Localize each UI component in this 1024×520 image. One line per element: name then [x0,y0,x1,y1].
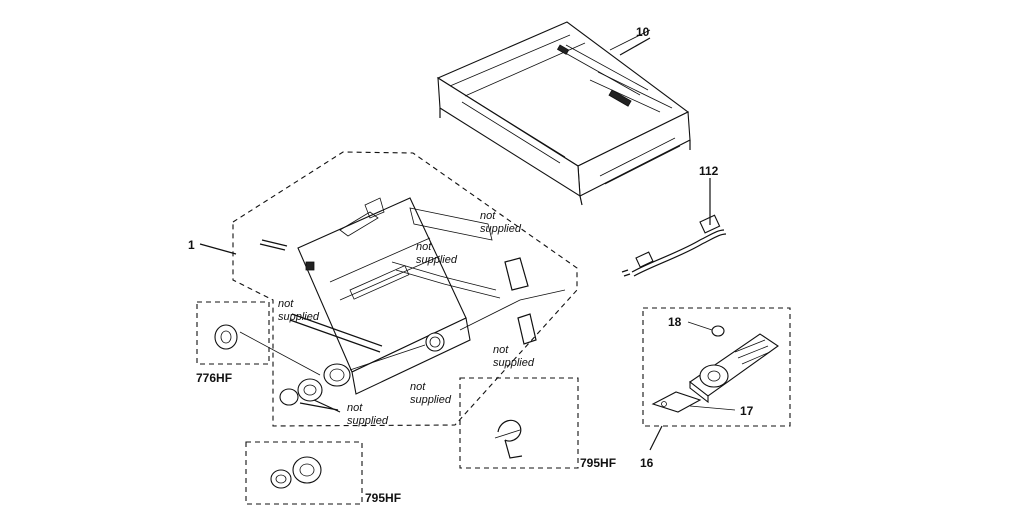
part-label-1: 1 [188,238,195,252]
remote-group-box [642,307,791,427]
knob-set [279,363,351,413]
note-not-5: not [410,381,426,393]
note-supplied-4: supplied [493,357,535,369]
remote-control [689,333,779,404]
leader-18 [687,321,713,331]
remote-button-part-18 [711,325,725,337]
leader-1 [199,243,237,255]
leader-16 [649,425,663,451]
part-label-112: 112 [699,164,719,178]
note-supplied-5: supplied [410,394,452,406]
note-supplied-1: supplied [480,223,522,235]
leader-knob [349,344,426,371]
note-not-1: not [480,210,496,222]
note-not-2: not [416,241,432,253]
model-label-795hf-bracket: 795HF [580,456,616,470]
leader-776hf [239,331,321,376]
part-label-18: 18 [668,315,682,329]
knob-795hf [270,456,322,489]
note-supplied-6: supplied [347,415,389,427]
model-label-795hf-knob: 795HF [365,491,401,505]
leader-10 [619,37,651,56]
variant-795hf-knob-box [245,441,363,505]
leader-17 [689,405,736,411]
note-supplied-2: supplied [416,254,458,266]
part-label-17: 17 [740,404,754,418]
part-label-16: 16 [640,456,654,470]
note-not-6: not [347,402,363,414]
variant-776hf-box [196,301,270,365]
cabinet-cover [436,21,691,206]
power-cord [621,214,727,277]
battery-cover [651,391,702,413]
model-label-776hf: 776HF [196,371,232,385]
front-panel-assembly [259,197,566,395]
knob-776hf [214,324,238,350]
note-supplied-3: supplied [278,311,320,323]
part-label-10: 10 [636,25,650,39]
note-not-4: not [493,344,509,356]
front-panel-group-outline [232,151,578,427]
variant-795hf-bracket-box [459,377,579,469]
bracket-795hf [494,419,523,459]
note-not-3: not [278,298,294,310]
